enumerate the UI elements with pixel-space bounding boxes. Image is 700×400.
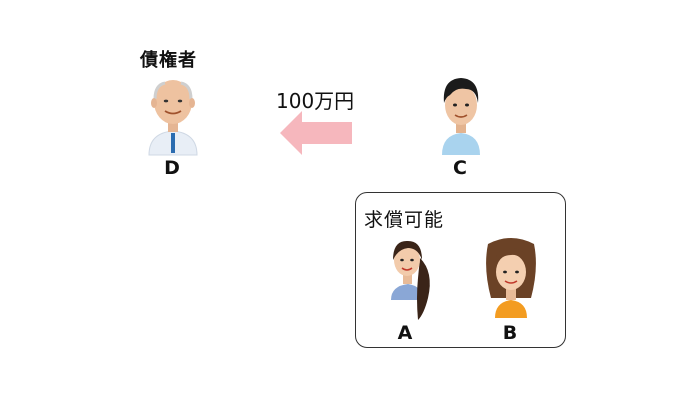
person-c-avatar [442,78,480,155]
debtor-label: C [453,157,467,179]
recourse-group-title: 求償可能 [364,209,445,231]
creditor-label: D [164,157,180,179]
member-b-label: B [502,322,518,344]
transfer-amount: 100万円 [276,89,355,113]
person-a-avatar [391,240,430,320]
person-b-avatar [486,238,536,318]
member-a-label: A [397,322,413,344]
creditor-title: 債権者 [140,50,197,71]
person-d-avatar [148,80,198,156]
recourse-group-box [355,192,566,348]
transfer-arrow [280,111,352,155]
